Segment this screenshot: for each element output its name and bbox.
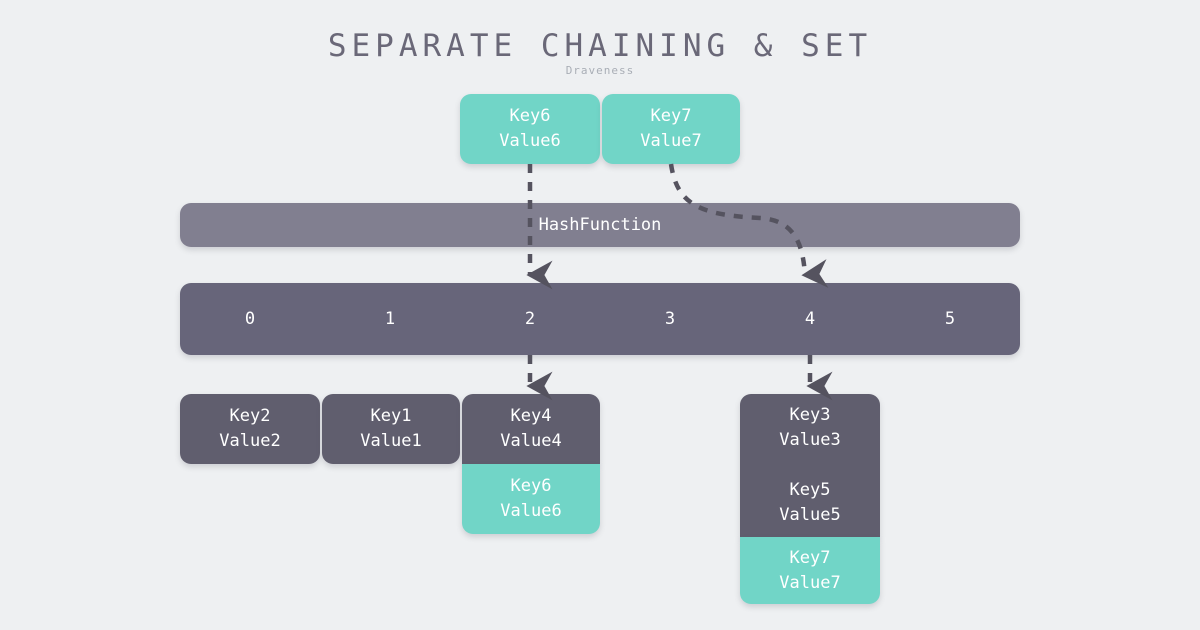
entry-value: Value6 [499, 131, 561, 151]
chain-node-slot-1-key1[interactable]: Key1 Value1 [322, 394, 460, 464]
node-key: Key7 [789, 547, 831, 568]
hash-function-label: HashFunction [538, 215, 662, 235]
node-key: Key2 [229, 406, 271, 426]
bucket-slot-0[interactable]: 0 [244, 309, 256, 329]
chain-node-slot-4-key7[interactable]: Key7 Value7 [740, 537, 880, 604]
hash-function-bar[interactable]: HashFunction [180, 203, 1020, 247]
entry-key: Key7 [650, 106, 692, 126]
node-value: Value1 [360, 431, 422, 451]
node-value: Value4 [500, 431, 562, 451]
bucket-slot-2[interactable]: 2 [524, 309, 536, 329]
node-value: Value7 [779, 572, 841, 593]
node-key: Key1 [370, 406, 412, 426]
entry-value: Value7 [640, 131, 702, 151]
chain-node-slot-4-dark-group[interactable]: Key3 Value3 Key5 Value5 [740, 394, 880, 537]
incoming-entry-key6[interactable]: Key6 Value6 [460, 94, 600, 164]
incoming-entry-key7[interactable]: Key7 Value7 [602, 94, 740, 164]
entry-key: Key6 [509, 106, 551, 126]
node-value: Value5 [779, 505, 841, 525]
bucket-slot-4[interactable]: 4 [804, 309, 816, 329]
node-key: Key5 [789, 480, 831, 500]
node-value: Value2 [219, 431, 281, 451]
chain-node-slot-2-key4[interactable]: Key4 Value4 [462, 394, 600, 464]
chain-node-slot-2-key6[interactable]: Key6 Value6 [462, 464, 600, 534]
chain-node-slot-0-key2[interactable]: Key2 Value2 [180, 394, 320, 464]
bucket-array: 0 1 2 3 4 5 [180, 283, 1020, 355]
node-value: Value6 [500, 501, 562, 521]
node-key: Key3 [789, 405, 831, 425]
node-key: Key4 [510, 406, 552, 426]
page-subtitle: Draveness [565, 64, 635, 77]
node-value: Value3 [779, 430, 841, 450]
bucket-slot-5[interactable]: 5 [944, 309, 956, 329]
page-title: SEPARATE CHAINING & SET [327, 28, 873, 64]
bucket-slot-1[interactable]: 1 [384, 309, 396, 329]
bucket-slot-3[interactable]: 3 [664, 309, 676, 329]
node-key: Key6 [510, 476, 552, 496]
